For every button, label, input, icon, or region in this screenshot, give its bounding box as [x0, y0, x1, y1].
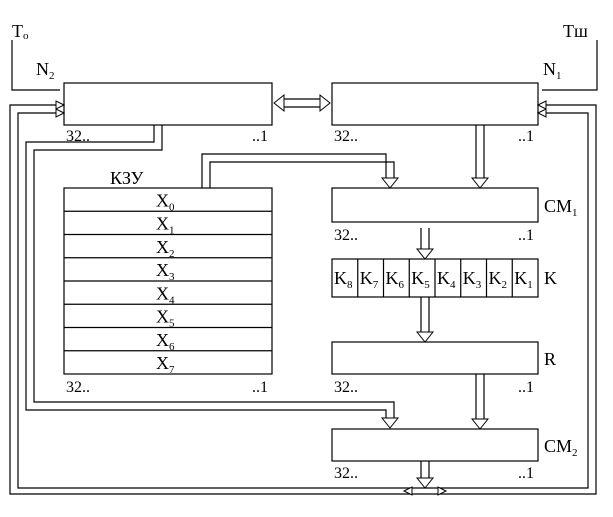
k-cell-label: K6	[386, 268, 405, 291]
cm2-output	[420, 461, 430, 478]
k-cell-label: K2	[489, 268, 508, 291]
k-cell-label: K3	[463, 268, 482, 291]
register-r	[331, 341, 539, 375]
rom-row-label: X5	[156, 307, 175, 330]
k-cell-label: K4	[437, 268, 456, 291]
cm2-msb-label: 32..	[334, 465, 358, 482]
n2-to-cm2-a	[25, 125, 387, 418]
k-cell-label: K5	[411, 268, 430, 291]
rom-msb-label: 32..	[66, 379, 90, 396]
outer-loop-b	[17, 112, 589, 489]
cm1-to-k	[420, 228, 430, 249]
k-cell-label: K7	[360, 268, 379, 291]
rom-row-label: X4	[156, 283, 175, 306]
r-lsb-label: ..1	[518, 379, 534, 396]
signal-n2: N2	[36, 59, 55, 82]
k-to-r	[420, 297, 430, 332]
r-register-label: R	[544, 349, 556, 369]
register-n2	[63, 82, 273, 126]
cm2-lsb-label: ..1	[518, 465, 534, 482]
rom-to-cm1-a	[201, 153, 387, 188]
k-register: K8 K7 K6 K5 K4 K3 K2 K1	[331, 258, 539, 298]
wiring	[9, 40, 598, 496]
r-msb-label: 32..	[334, 379, 358, 396]
n1-msb-label: 32..	[334, 128, 358, 145]
cm1-label: CM1	[544, 196, 578, 219]
adder-cm1	[331, 187, 539, 223]
k-cell-label: K1	[514, 268, 533, 291]
adder-cm2	[331, 428, 539, 462]
outer-loop-a	[9, 104, 597, 495]
tsh-line	[542, 40, 598, 91]
n1-to-cm1	[475, 125, 485, 178]
rom-row-label: X6	[156, 330, 175, 353]
rom-row-label: X2	[156, 237, 175, 260]
r-to-cm2	[475, 374, 485, 419]
rom-to-cm1-b	[209, 161, 395, 188]
bus-n2-n1	[280, 98, 324, 108]
rom-row-label: X1	[156, 214, 175, 237]
n2-to-cm2-b	[33, 125, 395, 418]
rom-row-label: X0	[156, 190, 175, 213]
register-n1	[331, 82, 539, 126]
rom-title: КЗУ	[110, 168, 144, 188]
rom-row-label: X3	[156, 260, 175, 283]
rom-row-label: X7	[156, 353, 175, 376]
k-cell-label: K8	[334, 268, 353, 291]
signal-t0: To	[12, 21, 29, 42]
n2-lsb-label: ..1	[252, 128, 268, 145]
cm1-msb-label: 32..	[334, 227, 358, 244]
rom-lsb-label: ..1	[252, 379, 268, 396]
n2-msb-label: 32..	[66, 128, 90, 145]
t0-line	[11, 40, 60, 91]
signal-n1: N1	[543, 59, 562, 82]
n1-lsb-label: ..1	[518, 128, 534, 145]
signal-tsh: Tш	[563, 21, 588, 41]
cm2-label: CM2	[544, 436, 578, 459]
cm1-lsb-label: ..1	[518, 227, 534, 244]
k-register-label: K	[544, 268, 557, 288]
